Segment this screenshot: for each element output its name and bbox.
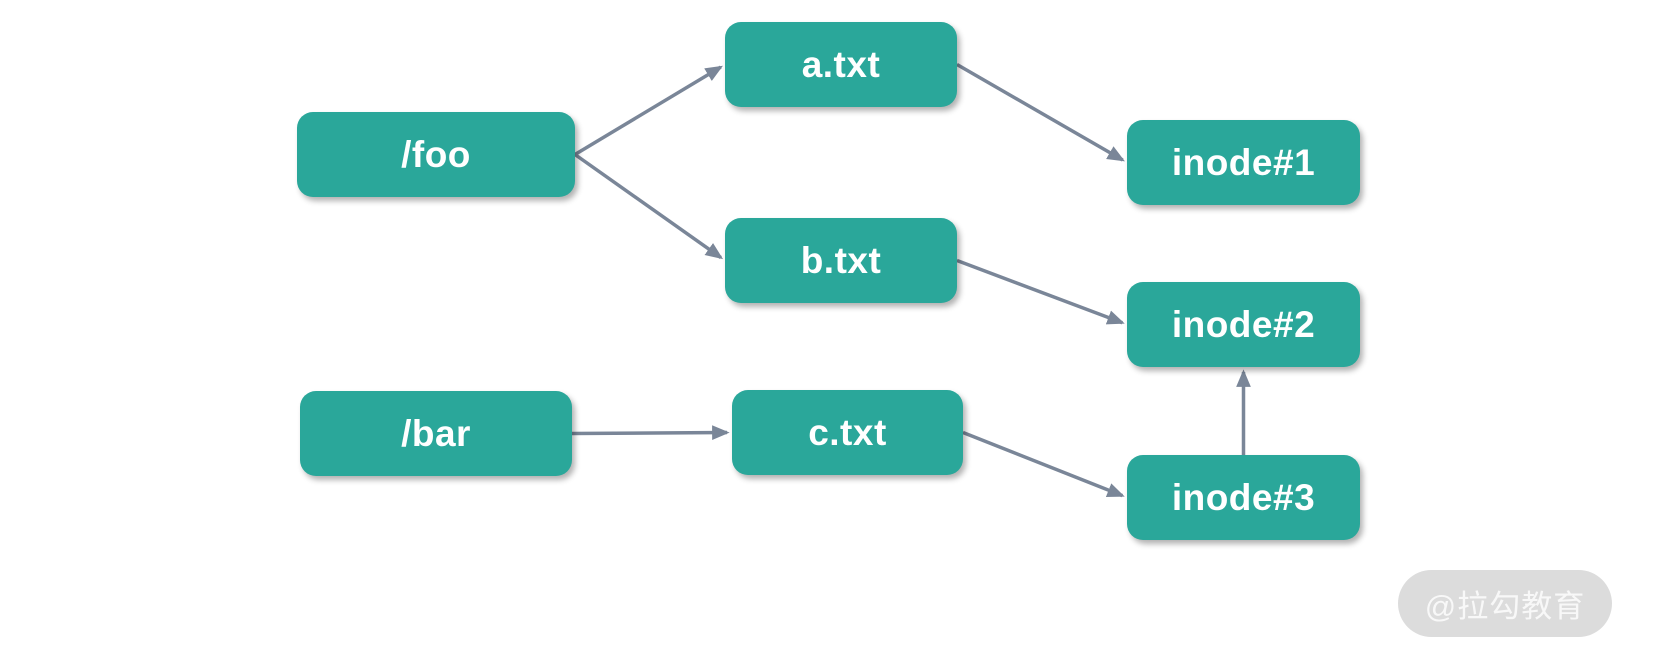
node-bar: /bar <box>300 391 572 476</box>
watermark-text: @拉勾教育 <box>1424 589 1586 624</box>
edge-a-txt-to-inode1 <box>956 62 1125 162</box>
node-a-txt-label: a.txt <box>801 43 881 85</box>
node-a-txt: a.txt <box>725 22 957 107</box>
node-b-txt-label: b.txt <box>800 239 882 281</box>
node-inode2-label: inode#2 <box>1171 303 1316 345</box>
edge-b-txt-to-inode2 <box>956 258 1125 325</box>
edge-foo-to-a-txt <box>574 65 723 157</box>
node-b-txt: b.txt <box>725 218 957 303</box>
edge-c-txt-to-inode3 <box>962 430 1125 498</box>
edge-foo-to-b-txt <box>573 153 724 260</box>
node-c-txt-label: c.txt <box>808 411 887 453</box>
node-inode2: inode#2 <box>1127 282 1360 367</box>
node-inode1: inode#1 <box>1127 120 1360 205</box>
node-c-txt: c.txt <box>732 390 963 475</box>
node-foo-label: /foo <box>401 133 471 175</box>
edge-bar-to-c-txt <box>571 425 730 440</box>
node-bar-label: /bar <box>401 412 471 454</box>
node-foo: /foo <box>297 112 575 197</box>
node-inode1-label: inode#1 <box>1171 141 1316 183</box>
node-inode3-label: inode#3 <box>1171 476 1316 518</box>
node-inode3: inode#3 <box>1127 455 1360 540</box>
watermark-badge: @拉勾教育 <box>1398 570 1612 637</box>
